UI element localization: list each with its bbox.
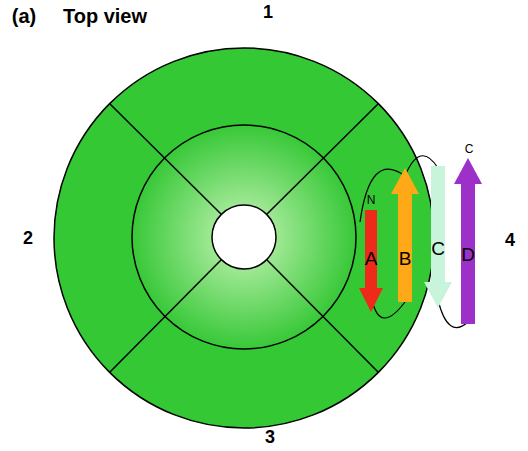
view-title: Top view xyxy=(63,6,147,26)
helix-label: D xyxy=(461,245,475,264)
panel-letter: (a) xyxy=(12,6,36,26)
terminus-label: N xyxy=(367,194,376,206)
helix-label: B xyxy=(399,249,412,268)
outer-ring xyxy=(54,48,434,428)
sector-dividers xyxy=(110,104,378,372)
sector-number: 1 xyxy=(263,3,273,21)
helix-label: C xyxy=(431,239,445,258)
helix-label: A xyxy=(365,249,378,268)
helix-arrows xyxy=(359,158,482,324)
terminus-label: C xyxy=(465,143,474,155)
sector-number: 4 xyxy=(505,231,515,249)
loop-lines xyxy=(360,156,468,328)
central-pore xyxy=(212,205,276,269)
sector-number: 3 xyxy=(265,428,275,446)
sector-number: 2 xyxy=(23,229,33,247)
